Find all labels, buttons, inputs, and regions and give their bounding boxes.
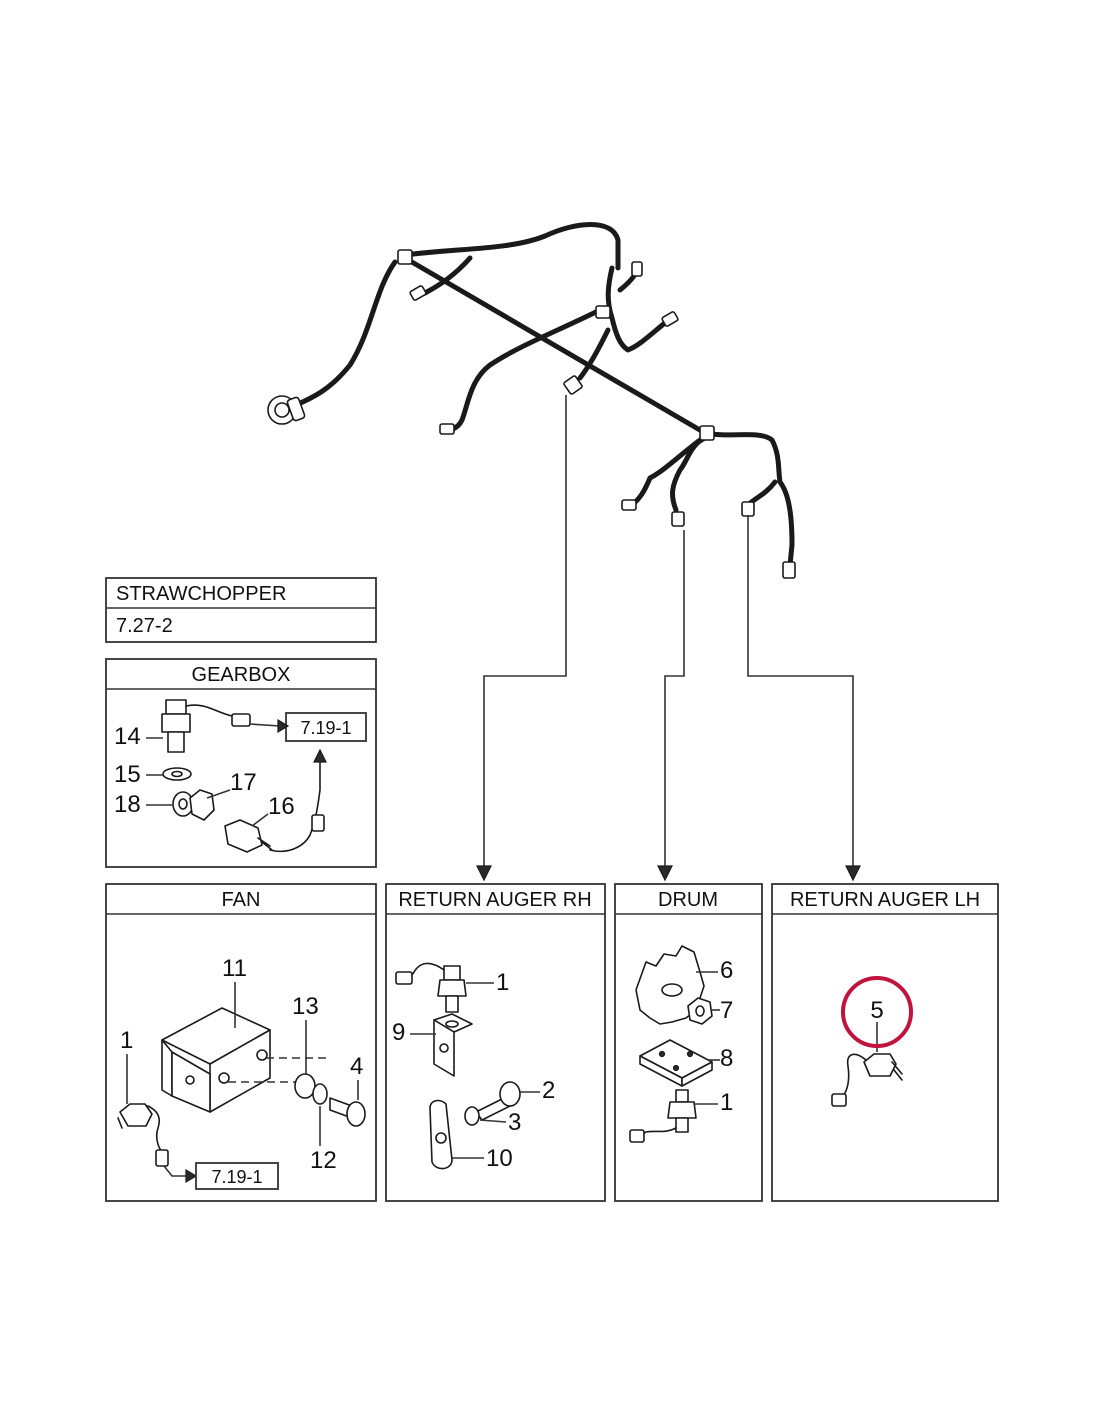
highlight-circle xyxy=(841,976,913,1048)
speed-sensor xyxy=(224,759,325,853)
junction-clip xyxy=(699,425,715,441)
callout-8: 8 xyxy=(720,1045,733,1072)
gearbox-ref: 7.19-1 xyxy=(300,718,351,738)
callout-4: 4 xyxy=(350,1053,363,1080)
plug-connector xyxy=(661,311,679,327)
arrowhead xyxy=(185,1168,198,1184)
callout-10: 10 xyxy=(486,1145,513,1172)
plug-connector xyxy=(782,561,796,579)
wiring-harness xyxy=(293,222,795,568)
plug-connector xyxy=(621,499,637,511)
strawchopper-title: STRAWCHOPPER xyxy=(116,583,286,605)
junction-clip xyxy=(397,249,413,265)
speed-sensor xyxy=(395,962,467,1013)
speed-sensor xyxy=(161,699,251,753)
callout-17: 17 xyxy=(230,769,257,796)
callout-1: 1 xyxy=(496,969,509,996)
callout-16: 16 xyxy=(268,793,295,820)
strawchopper-box: STRAWCHOPPER 7.27-2 xyxy=(105,577,377,643)
plug-connector xyxy=(155,1149,169,1167)
washer xyxy=(464,1106,480,1126)
strawchopper-ref: 7.27-2 xyxy=(116,615,173,637)
return-auger-lh-title: RETURN AUGER LH xyxy=(790,889,980,911)
arrowhead xyxy=(277,718,290,734)
trigger-wheel xyxy=(635,945,705,1025)
plug-connector xyxy=(439,423,455,435)
mounting-bracket xyxy=(161,1007,271,1113)
plug-connector xyxy=(671,511,685,527)
plug-connector xyxy=(831,1093,847,1107)
arrowhead xyxy=(845,865,861,882)
sensor-bracket xyxy=(433,1013,473,1077)
callout-6: 6 xyxy=(720,957,733,984)
plug-connector xyxy=(631,261,643,277)
speed-sensor xyxy=(831,1053,903,1107)
arrowhead xyxy=(476,865,492,882)
callout-2: 2 xyxy=(542,1077,555,1104)
callout-12: 12 xyxy=(310,1147,337,1174)
arrowhead xyxy=(657,865,673,882)
plug-connector xyxy=(231,713,251,727)
round-connector xyxy=(267,395,306,425)
drum-box: DRUM 6 7 8 xyxy=(614,883,763,1202)
drum-title: DRUM xyxy=(658,889,718,911)
callout-9: 9 xyxy=(392,1019,405,1046)
nut xyxy=(294,1073,316,1099)
callout-7: 7 xyxy=(720,997,733,1024)
callout-18: 18 xyxy=(114,791,141,818)
fan-ref: 7.19-1 xyxy=(211,1167,262,1187)
callout-14: 14 xyxy=(114,723,141,750)
plug-connector xyxy=(395,971,413,985)
callout-1: 1 xyxy=(120,1027,133,1054)
arrowhead xyxy=(313,748,327,763)
callout-5: 5 xyxy=(870,997,883,1024)
callout-1: 1 xyxy=(720,1089,733,1116)
slotted-plate xyxy=(429,1099,453,1170)
fan-title: FAN xyxy=(222,889,261,911)
plug-connector xyxy=(311,814,325,832)
fan-box: FAN 7.19-1 xyxy=(105,883,377,1202)
gearbox-title: GEARBOX xyxy=(192,664,291,686)
gearbox-box: GEARBOX 7.19-1 14 xyxy=(105,658,377,868)
speed-sensor xyxy=(629,1089,697,1143)
return-auger-rh-box: RETURN AUGER RH 1 9 xyxy=(385,883,606,1202)
speed-sensor xyxy=(117,1103,169,1167)
callout-15: 15 xyxy=(114,761,141,788)
harness-leaders xyxy=(476,395,861,882)
plug-connector xyxy=(741,501,755,517)
harness-connectors xyxy=(267,249,796,579)
return-auger-lh-box: RETURN AUGER LH 5 xyxy=(771,883,999,1202)
mounting-plate xyxy=(639,1039,713,1087)
plug-connector xyxy=(629,1129,645,1143)
callout-3: 3 xyxy=(508,1109,521,1136)
bolt xyxy=(475,1081,521,1121)
callout-13: 13 xyxy=(292,993,319,1020)
plug-connector xyxy=(409,285,427,301)
plug-connector xyxy=(563,375,583,395)
junction-clip xyxy=(595,305,611,319)
washer xyxy=(312,1083,328,1105)
bolt xyxy=(329,1097,366,1127)
callout-11: 11 xyxy=(222,955,247,982)
return-auger-rh-title: RETURN AUGER RH xyxy=(398,889,591,911)
